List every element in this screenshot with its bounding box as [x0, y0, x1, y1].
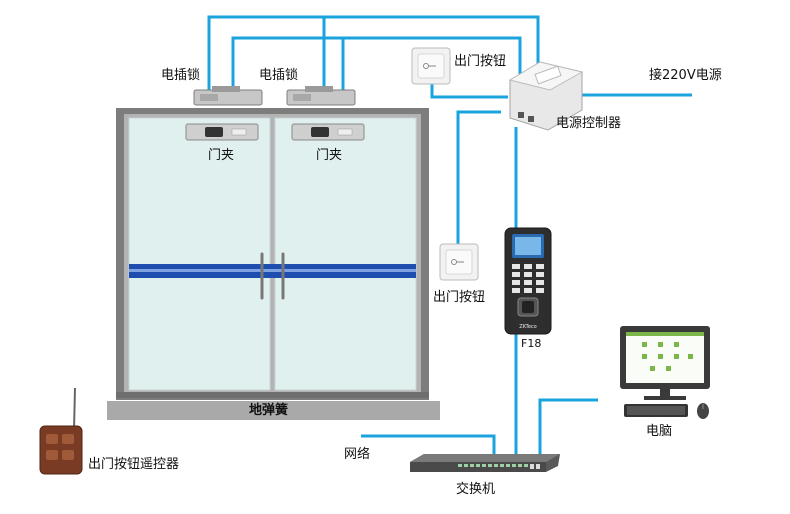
- door-leaf-left: [128, 117, 271, 391]
- fingerprint-terminal-icon: [504, 227, 552, 335]
- label-lock-left: 电插锁: [161, 68, 201, 83]
- wire-lock-left-top: [207, 15, 540, 90]
- lock-icon: [286, 86, 356, 106]
- power-controller-icon: [508, 61, 584, 131]
- label-computer: 电脑: [646, 424, 673, 439]
- label-clamp-right: 门夹: [316, 148, 343, 163]
- exit-button-icon: [411, 47, 451, 85]
- label-network: 网络: [344, 447, 371, 462]
- computer-monitor-icon: [620, 326, 710, 400]
- door-band-highlight: [129, 269, 416, 272]
- label-lock-right: 电插锁: [259, 68, 299, 83]
- mouse-icon: [697, 403, 709, 419]
- label-switch: 交换机: [456, 482, 496, 497]
- wire-network: [361, 434, 496, 454]
- label-floor-spring: 地弹簧: [249, 403, 289, 418]
- wire-computer: [538, 398, 598, 454]
- label-power-controller: 电源控制器: [556, 116, 622, 131]
- label-power-input: 接220V电源: [649, 68, 722, 83]
- network-switch-icon: [410, 454, 560, 472]
- label-device-model: F18: [521, 337, 542, 350]
- door-leaf-right: [274, 117, 417, 391]
- keyboard-icon: [624, 404, 688, 417]
- label-clamp-left: 门夹: [208, 148, 235, 163]
- exit-button-icon: [439, 243, 479, 281]
- label-exit-button-mid: 出门按钮: [433, 290, 486, 305]
- label-remote: 出门按钮遥控器: [88, 457, 180, 472]
- floor-spring-bar: [107, 401, 440, 420]
- remote-control-icon: [39, 387, 83, 475]
- door-clamp-icon: [185, 123, 259, 141]
- wiring: [207, 15, 692, 454]
- wire-exit-button-mid: [456, 110, 501, 244]
- label-exit-button-top: 出门按钮: [454, 54, 507, 69]
- floor-strip: [116, 392, 429, 398]
- brand-logo: ZKTeco: [519, 324, 536, 330]
- wire-lock-left-mid: [231, 36, 522, 90]
- double-glass-door: [116, 108, 429, 400]
- door-clamp-icon: [291, 123, 365, 141]
- lock-icon: [193, 86, 263, 106]
- wire-exit-button-top: [430, 84, 508, 99]
